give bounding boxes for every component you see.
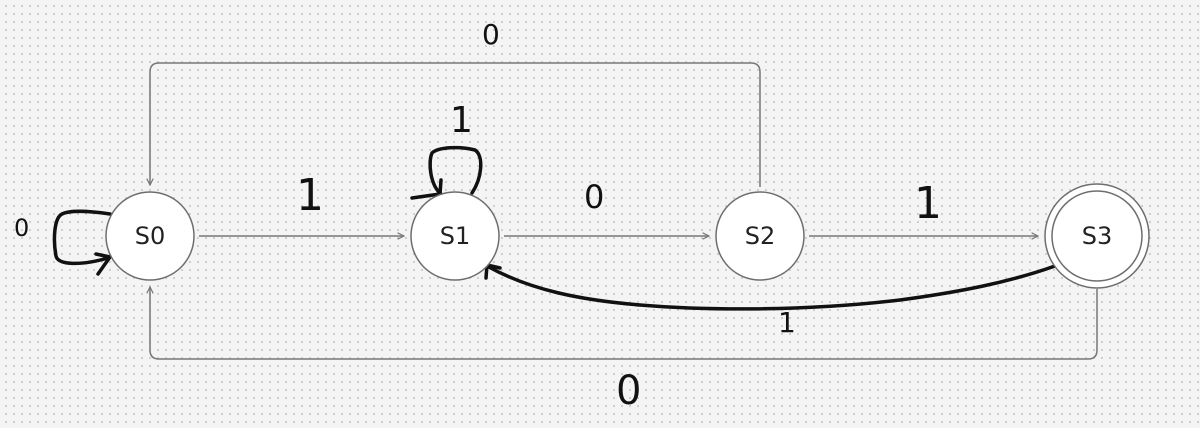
edge-s3-to-s0[interactable] xyxy=(150,287,1098,360)
state-s3-accepting[interactable] xyxy=(1044,183,1150,289)
state-s0[interactable] xyxy=(105,191,195,281)
self-loop-s1[interactable] xyxy=(410,145,483,200)
edge-s2-to-s0[interactable] xyxy=(150,62,761,187)
self-loop-s0[interactable] xyxy=(52,209,112,276)
state-s1[interactable] xyxy=(410,191,500,281)
state-s2[interactable] xyxy=(715,191,805,281)
